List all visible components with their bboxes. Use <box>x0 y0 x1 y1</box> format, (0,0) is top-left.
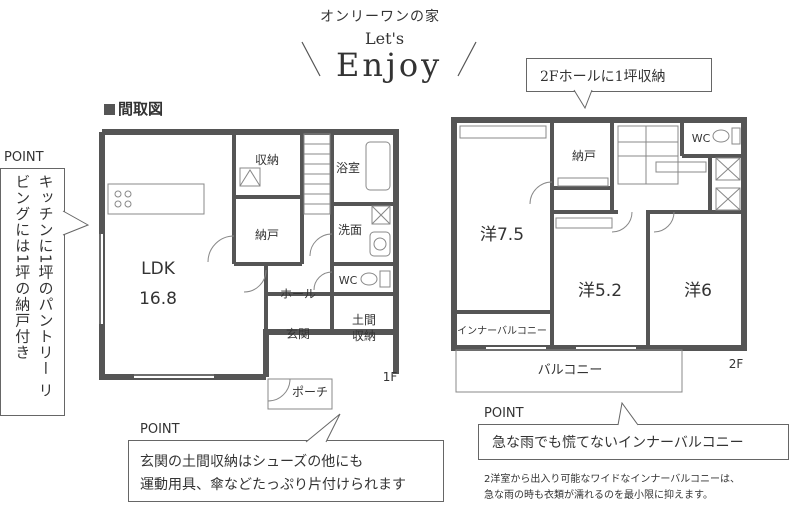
right-callout-text: 急な雨でも慌てないインナーバルコニー <box>492 435 744 451</box>
entrance-label: 玄関 <box>286 326 310 341</box>
right-note-2: 急な雨の時も衣類が濡れるのを最小限に抑えます。 <box>484 490 713 501</box>
wall-2f-outer <box>451 117 747 351</box>
floorplan-1f: LDK 16.8 収納 納戸 浴室 洗面 WC ホール 玄関 土間 収納 ポーチ… <box>99 129 399 410</box>
bottom-point-label: POINT <box>140 422 180 437</box>
bath-label: 浴室 <box>336 160 360 175</box>
doma-storage-label-1: 土間 <box>352 313 376 327</box>
hall-storage-callout <box>526 58 712 92</box>
left-callout-text: キッチンに1坪のパントリー リビングには1坪の納戸付き <box>13 174 55 399</box>
lets-text: Let's <box>365 29 405 48</box>
bottom-callout-text-2: 運動用具、傘などたっぷり片付けられます <box>140 477 406 493</box>
balcony-label: バルコニー <box>538 363 603 378</box>
1f-storage-label: 収納 <box>255 153 279 167</box>
inner-balcony-label: インナーバルコニー <box>457 325 547 337</box>
1f-closet-label: 納戸 <box>255 228 279 242</box>
label-square-icon <box>104 104 115 115</box>
right-callout-pointer <box>617 402 639 426</box>
floor-2f-label: 2F <box>729 357 744 371</box>
wall-1f-outer-left-bottom <box>99 132 266 380</box>
hall-storage-pointer <box>573 89 593 110</box>
western-c-label: 洋6 <box>684 281 712 301</box>
2f-wc-label: WC <box>692 132 711 145</box>
ldk-size: 16.8 <box>139 289 177 309</box>
washroom-label: 洗面 <box>338 223 362 237</box>
left-point-label: POINT <box>4 150 44 165</box>
floorplan-2f: 洋7.5 洋5.2 洋6 納戸 WC インナーバルコニー バルコニー 2F <box>451 117 747 393</box>
right-callout-box <box>478 424 789 460</box>
header-decoration <box>301 41 477 77</box>
right-note-1: 2洋室から出入り可能なワイドなインナーバルコニーは、 <box>484 474 741 485</box>
2f-closet-label: 納戸 <box>572 149 596 163</box>
western-b-label: 洋5.2 <box>578 281 622 301</box>
right-point-label: POINT <box>484 406 524 421</box>
bottom-callout-text-1: 玄関の土間収納はシューズの他にも <box>140 454 364 470</box>
floor-1f-label: 1F <box>383 370 398 384</box>
bottom-callout-box <box>128 440 444 502</box>
floorplan-label: 間取図 <box>104 98 163 119</box>
bottom-callout-pointer <box>305 413 341 443</box>
porch-label: ポーチ <box>292 385 328 399</box>
doma-storage-label-2: 収納 <box>352 329 376 343</box>
ldk-label: LDK <box>141 259 176 279</box>
hall-storage-text: 2Fホールに1坪収納 <box>540 69 666 85</box>
tagline: オンリーワンの家 <box>320 9 440 25</box>
left-callout-pointer <box>62 210 90 236</box>
enjoy-title: Enjoy <box>336 46 443 84</box>
hall-label: ホール <box>280 287 316 301</box>
left-callout-box <box>0 168 65 416</box>
1f-wc-label: WC <box>339 274 358 287</box>
western-a-label: 洋7.5 <box>480 225 524 245</box>
